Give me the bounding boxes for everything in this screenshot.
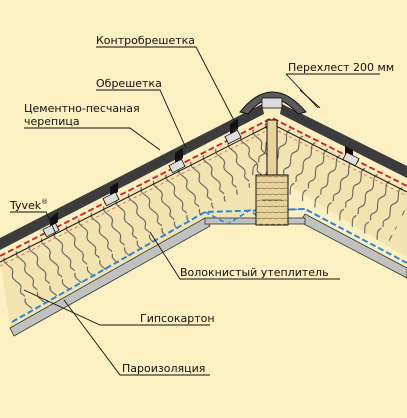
battens — [42, 129, 360, 238]
ridge-post — [255, 119, 289, 226]
label-vapor-barrier: Пароизоляция — [122, 362, 205, 375]
label-counter-batten: Контробрешетка — [96, 34, 195, 47]
label-tyvek-mark: ® — [41, 198, 48, 206]
label-batten: Обрешетка — [96, 77, 162, 90]
label-insulation: Волокнистый утеплитель — [180, 266, 329, 279]
label-tyvek-text: Tyvek — [9, 199, 42, 212]
rafter-top-left — [0, 123, 273, 263]
label-overlap: Перехлест 200 мм — [288, 61, 394, 74]
tile-cover-left — [0, 104, 264, 250]
vapor-barrier-line — [11, 207, 407, 323]
label-tile-line1: Цементно-песчаная — [24, 102, 140, 115]
label-drywall: Гипсокартон — [140, 312, 215, 325]
insulation-right — [245, 118, 407, 258]
rafter-top-right — [271, 123, 407, 193]
insulation-left — [0, 118, 299, 325]
drywall-ceiling — [204, 217, 306, 225]
label-tile-line2: черепица — [24, 115, 80, 128]
leader-lines — [10, 46, 380, 376]
tyvek-membrane-line — [0, 116, 407, 257]
ridge-tile — [239, 91, 307, 115]
label-tyvek: Tyvek® — [9, 198, 48, 212]
